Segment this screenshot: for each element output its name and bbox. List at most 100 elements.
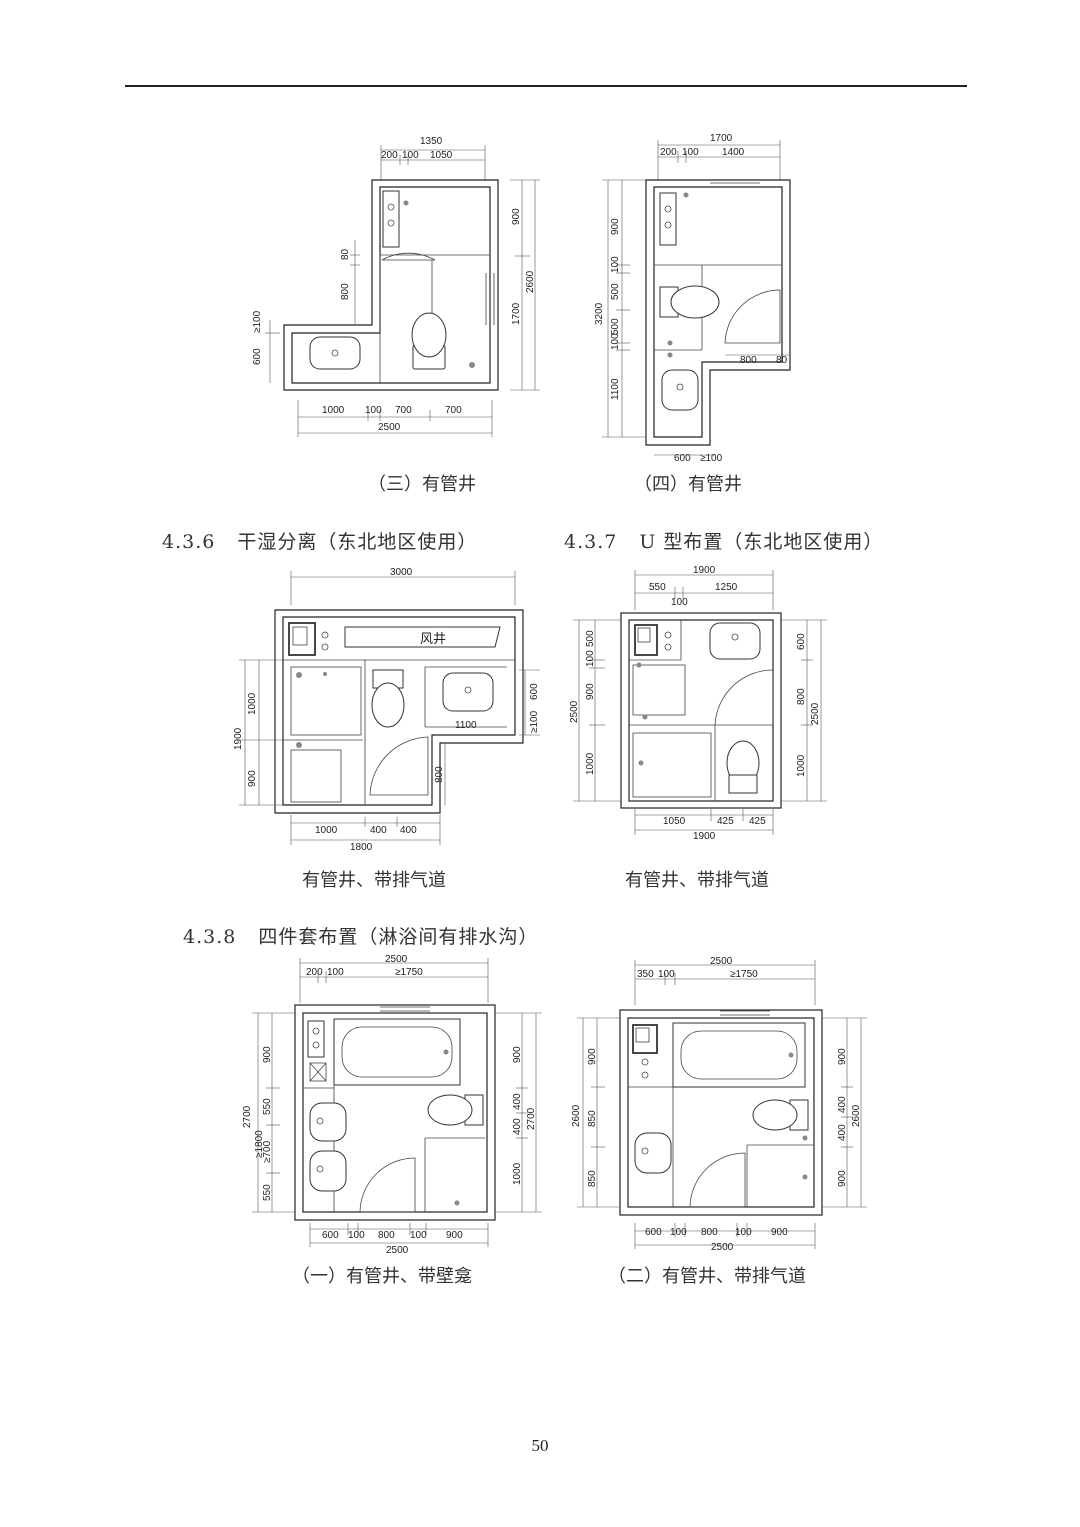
- dim-text: 600: [252, 348, 263, 365]
- dim-text: ≥100: [252, 310, 263, 333]
- dim-text: 500: [610, 283, 621, 300]
- dim-text: 100: [610, 256, 621, 273]
- caption-plan-3: （三）有管井: [368, 474, 476, 495]
- dim-text: 700: [445, 405, 462, 416]
- dim-text: 100: [658, 969, 675, 980]
- dim-text: 2700: [242, 1105, 253, 1128]
- heading-number: 4.3.8: [183, 926, 237, 948]
- dim-text: 100: [402, 150, 419, 161]
- dim-text: 800: [796, 688, 807, 705]
- dim-text: 1000: [247, 692, 258, 715]
- dim-text: 1100: [455, 720, 477, 731]
- dim-text: 100: [670, 1227, 687, 1238]
- dim-text: 800: [340, 283, 351, 300]
- dim-text: 3000: [390, 567, 413, 578]
- dim-text: 400: [512, 1118, 523, 1135]
- dim-text: 80: [776, 355, 788, 366]
- dim-text: 1800: [350, 842, 373, 853]
- caption-plan-4-3-7: 有管井、带排气道: [625, 870, 769, 891]
- dim-text: 2500: [569, 700, 580, 723]
- dim-text: 850: [587, 1110, 598, 1127]
- dim-text: 350: [637, 969, 654, 980]
- floor-plan-3: 1350 200 100 1050 900 1700 2600 80 800 ≥…: [240, 125, 560, 445]
- dim-text: 900: [585, 683, 596, 700]
- dim-text: 900: [587, 1048, 598, 1065]
- dim-text: ≥1750: [395, 967, 423, 978]
- dim-text: 1000: [585, 752, 596, 775]
- dim-text: 900: [262, 1046, 273, 1063]
- dim-text: 2500: [385, 954, 408, 965]
- dim-text: 100: [671, 597, 688, 608]
- caption-plan-4-3-6: 有管井、带排气道: [302, 870, 446, 891]
- dim-text: 1000: [315, 825, 338, 836]
- dim-text: 900: [446, 1230, 463, 1241]
- heading-number: 4.3.6: [162, 531, 216, 553]
- floor-plan-4-3-8-b: 2500 350 100 ≥1750 900 850 850 2600 900 …: [565, 955, 875, 1255]
- dim-text: 400: [512, 1093, 523, 1110]
- dim-text: 550: [262, 1098, 273, 1115]
- dim-text: ≥700: [262, 1140, 273, 1163]
- heading-title: 四件套布置（淋浴间有排水沟）: [258, 926, 539, 948]
- dim-text: 200: [660, 147, 677, 158]
- dim-text: 1000: [512, 1162, 523, 1185]
- dim-text: 100: [735, 1227, 752, 1238]
- dim-text: 1100: [610, 378, 621, 400]
- dim-text: 900: [511, 208, 522, 225]
- dim-text: 900: [837, 1048, 848, 1065]
- dim-text: 800: [740, 355, 757, 366]
- dim-text: 600: [322, 1230, 339, 1241]
- dim-text: 900: [247, 770, 258, 787]
- shaft-label: 风井: [420, 631, 446, 646]
- dim-text: ≥1800: [254, 1130, 265, 1158]
- dim-text: 2600: [571, 1104, 582, 1127]
- dim-text: 400: [370, 825, 387, 836]
- dim-text: 3200: [594, 302, 605, 325]
- dim-text: ≥100: [529, 710, 540, 733]
- dim-text: 900: [771, 1227, 788, 1238]
- dim-text: 1050: [430, 150, 453, 161]
- section-heading-4-3-8: 4.3.8 四件套布置（淋浴间有排水沟）: [183, 922, 538, 949]
- dim-text: 1400: [722, 147, 745, 158]
- caption-plan-4-3-8-b: （二）有管井、带排气道: [608, 1266, 806, 1287]
- heading-title: U 型布置（东北地区使用）: [639, 531, 884, 553]
- dim-text: 600: [645, 1227, 662, 1238]
- dim-text: 2700: [526, 1107, 537, 1130]
- dim-text: 2500: [386, 1245, 409, 1256]
- dim-text: 400: [400, 825, 417, 836]
- dim-text: 600: [529, 683, 540, 700]
- dim-text: 700: [395, 405, 412, 416]
- dim-text: 425: [749, 816, 766, 827]
- dim-text: 900: [837, 1170, 848, 1187]
- dim-text: 1900: [233, 727, 244, 750]
- heading-title: 干湿分离（东北地区使用）: [237, 531, 478, 553]
- dim-text: 900: [512, 1046, 523, 1063]
- dim-text: 1900: [693, 831, 716, 842]
- dim-text: 2500: [710, 956, 733, 967]
- dim-text: 100: [348, 1230, 365, 1241]
- dim-text: 100: [682, 147, 699, 158]
- caption-plan-4: （四）有管井: [634, 474, 742, 495]
- dim-text: 900: [610, 218, 621, 235]
- caption-plan-4-3-8-a: （一）有管井、带壁龛: [292, 1266, 472, 1287]
- floor-plan-4-3-6: 3000 风井 1000 900 1900 1100 800 600 ≥100: [225, 565, 555, 855]
- dim-text: 1250: [715, 582, 738, 593]
- dim-text: 100: [610, 333, 621, 350]
- page-number: 50: [531, 1436, 549, 1455]
- dim-text: 1050: [663, 816, 686, 827]
- dim-text: 850: [587, 1170, 598, 1187]
- dim-text: 2600: [525, 270, 536, 293]
- dim-text: 550: [262, 1184, 273, 1201]
- section-heading-4-3-6: 4.3.6 干湿分离（东北地区使用）: [162, 527, 477, 554]
- dim-text: 800: [378, 1230, 395, 1241]
- dim-text: 600: [796, 633, 807, 650]
- dim-text: 100: [585, 650, 596, 667]
- floor-plan-4-3-7: 1900 550 1250 100 500 100 900 1000 2500 …: [565, 565, 835, 850]
- dim-text: 1000: [322, 405, 345, 416]
- dim-text: 400: [837, 1124, 848, 1141]
- dim-text: 200: [306, 967, 323, 978]
- dim-text: 100: [410, 1230, 427, 1241]
- dim-text: 200: [381, 150, 398, 161]
- dim-text: ≥100: [700, 453, 723, 464]
- dim-text: 1700: [511, 302, 522, 325]
- dim-text: 500: [585, 630, 596, 647]
